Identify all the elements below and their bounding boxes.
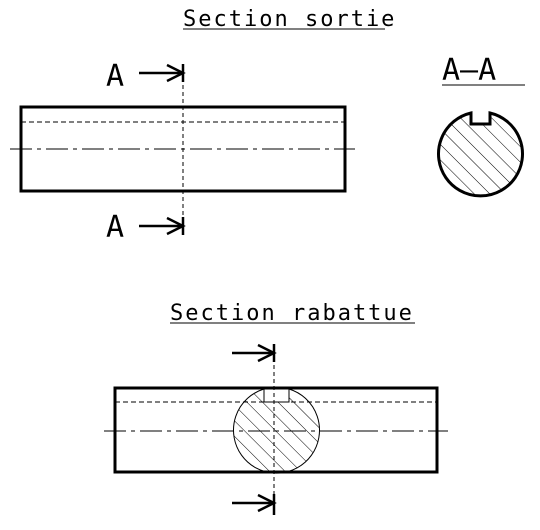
cut-arrow-top-rabattue xyxy=(232,343,277,363)
section-view-label: A–A xyxy=(442,53,496,88)
section-rabattue-title: Section rabattue xyxy=(170,301,414,326)
section-sortie-title: Section sortie xyxy=(183,7,396,32)
section-sortie-group: Section sortie A A A–A xyxy=(10,7,525,245)
cut-arrow-bottom-rabattue xyxy=(232,493,277,515)
section-rabattue-group: Section rabattue xyxy=(104,301,448,515)
cut-arrow-bottom xyxy=(139,216,186,236)
shaft-outline-bottom xyxy=(113,386,439,474)
cut-arrow-top xyxy=(139,63,186,83)
cut-label-top: A xyxy=(106,59,124,94)
section-view-circle xyxy=(437,111,524,198)
revolved-section-circle xyxy=(233,388,320,474)
cut-label-bottom: A xyxy=(106,210,124,245)
